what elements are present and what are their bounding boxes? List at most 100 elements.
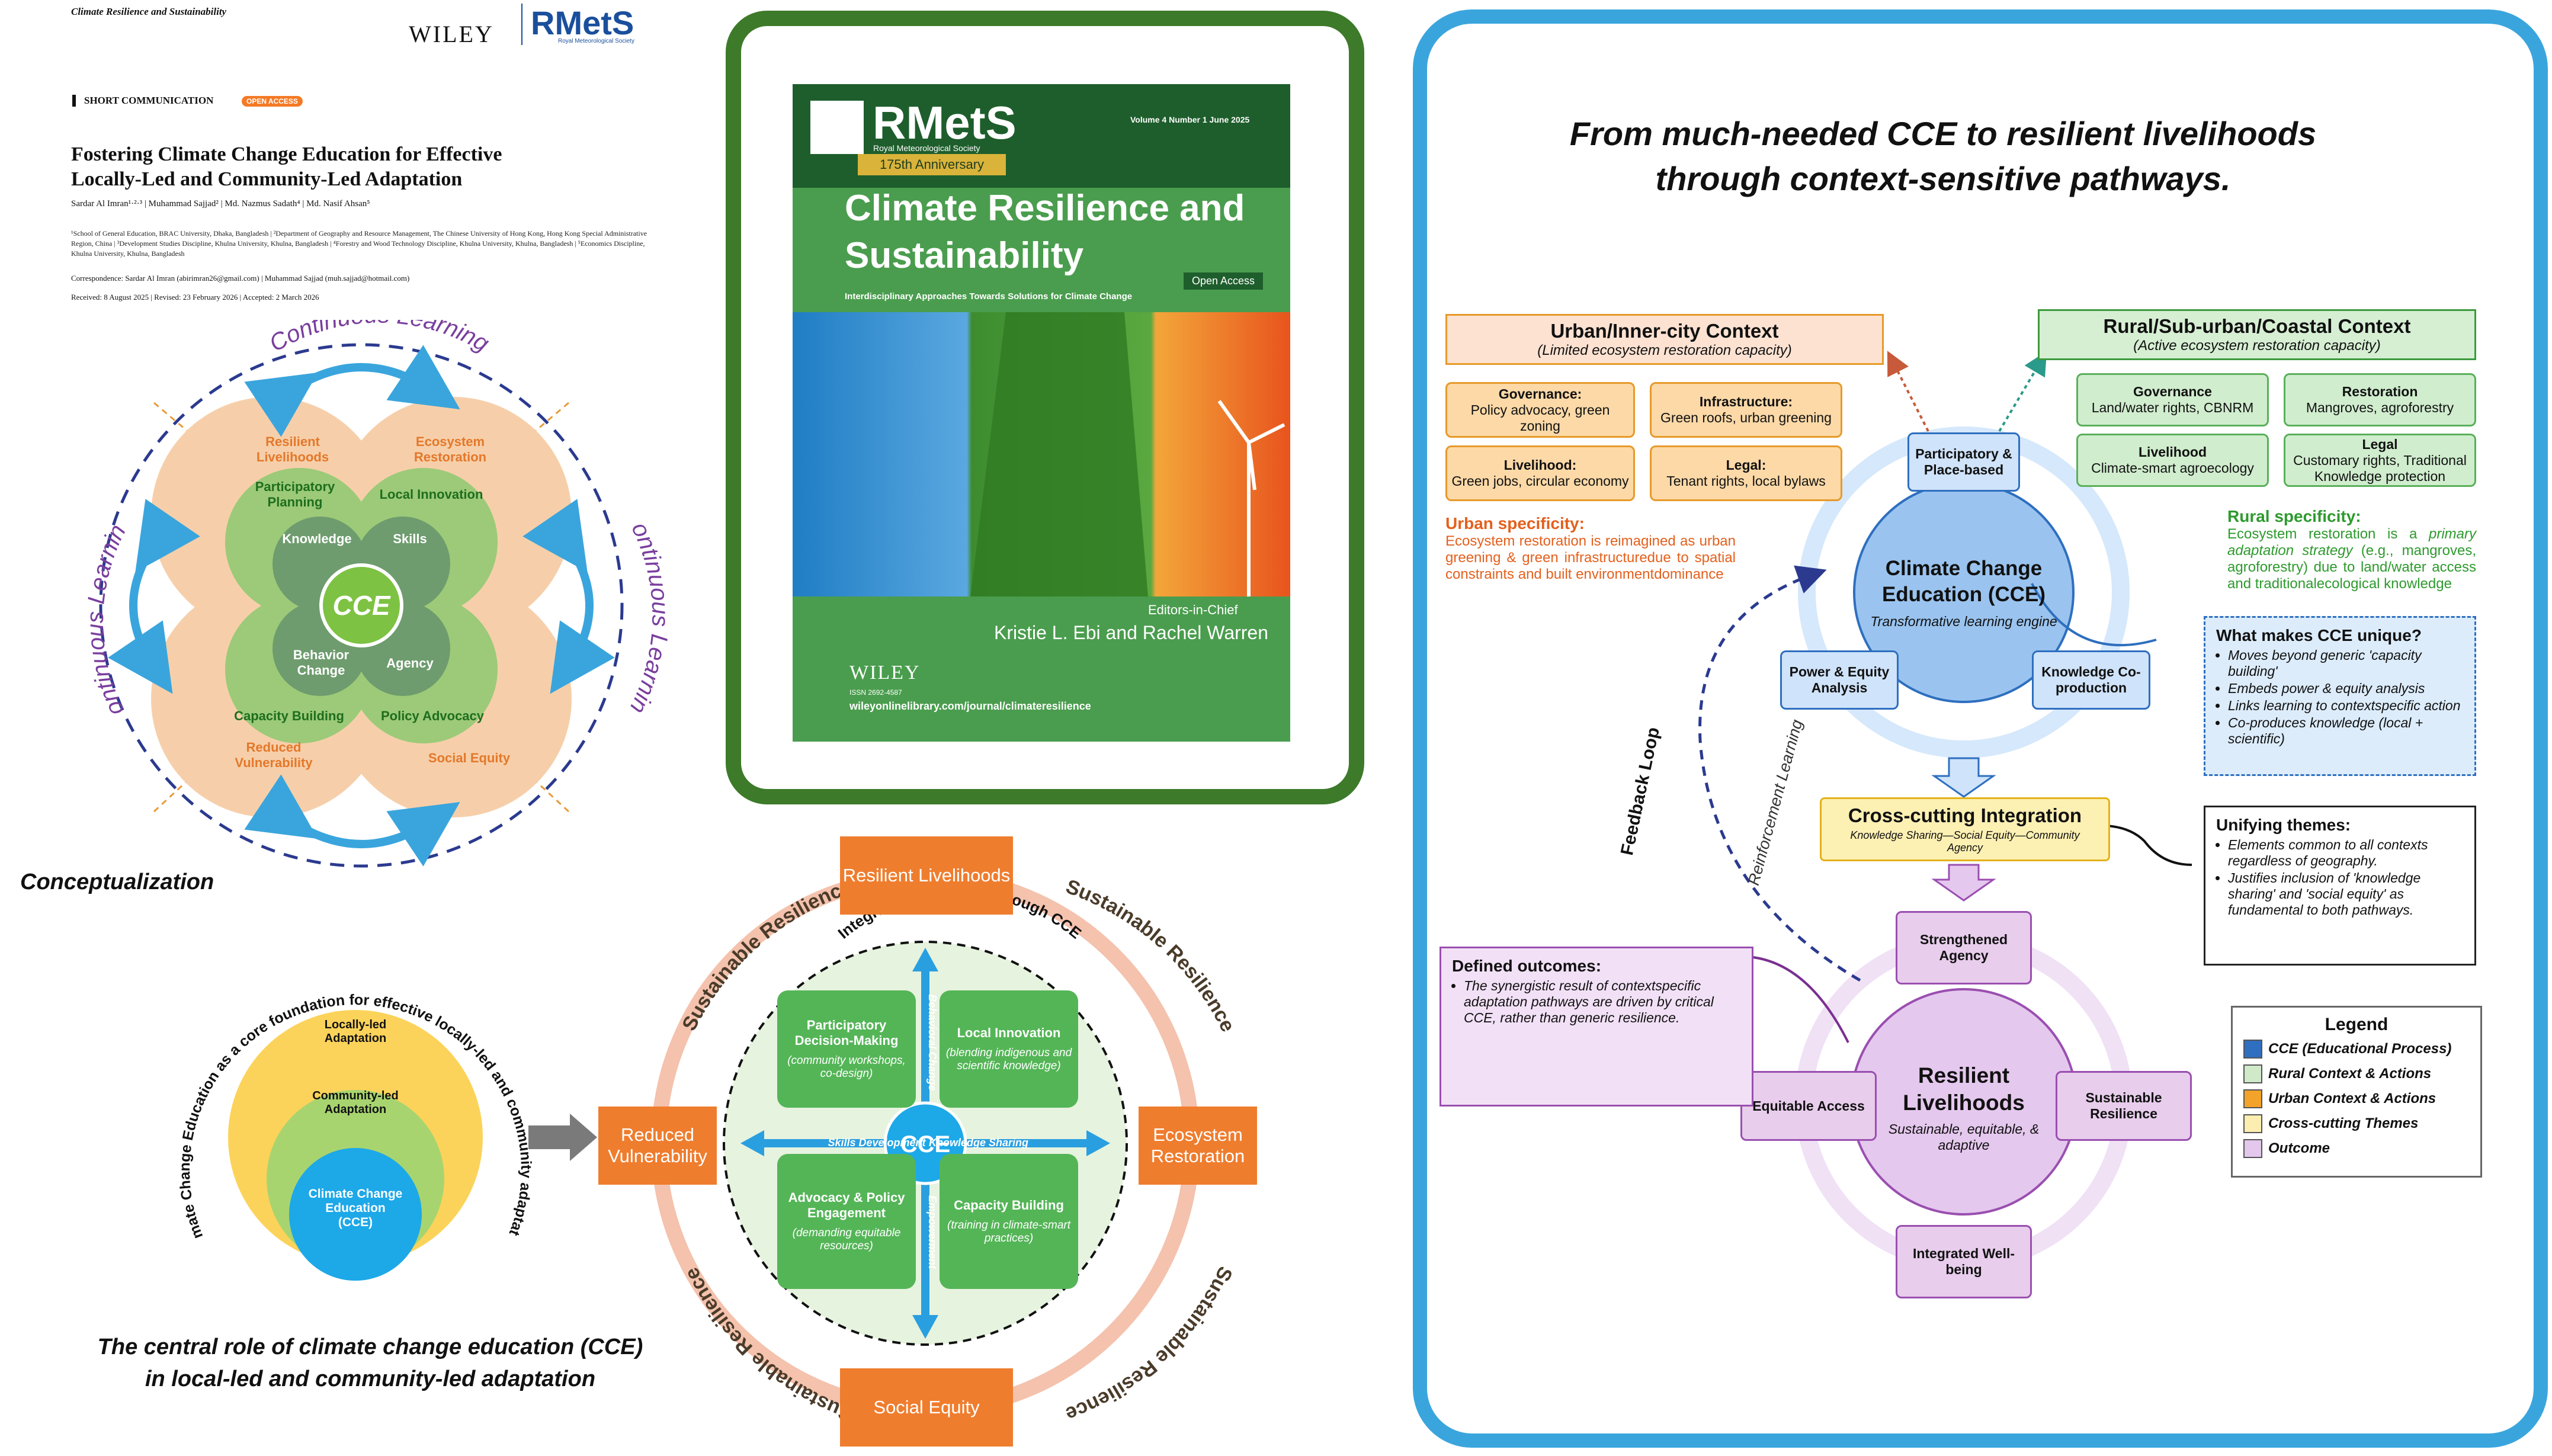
urban-governance-heading: Governance: [1498,386,1582,402]
rural-subtitle: (Active ecosystem restoration capacity) [2133,338,2381,354]
urban-context-header: Urban/Inner-city Context (Limited ecosys… [1445,314,1884,365]
nested-middle-label: Community-led Adaptation [312,1089,399,1116]
urban-legal-text: Tenant rights, local bylaws [1666,473,1826,489]
cover-logo-icon [810,101,864,154]
circle-cce [289,1148,422,1281]
legend-label: Cross-cutting Themes [2268,1115,2419,1131]
framework-frame [1413,9,2548,1448]
cover-anniversary: 175th Anniversary [858,154,1006,175]
quad-participatory-title: Participatory Decision-Making [794,1018,899,1048]
down-arrow-2 [1931,864,1996,902]
urban-infrastructure-heading: Infrastructure: [1699,394,1793,409]
cce-core-label: Climate Change Education (CCE) Transform… [1860,533,2067,652]
rural-governance-text: Land/water rights, CBNRM [2091,400,2254,415]
outcome-node-resilience: Sustainable Resilience [2056,1071,2192,1141]
journal-cover: RMetS Royal Meteorological Society 175th… [793,84,1290,742]
urban-livelihood-text: Green jobs, circular economy [1451,473,1629,489]
quad-local-innovation: Local Innovation (blending indigenous an… [940,990,1078,1108]
unique-list: Moves beyond generic 'capacity building'… [2216,647,2464,747]
rural-specificity-text2: (e.g., mangroves, agroforestry) due to l… [2227,543,2477,592]
rural-restoration-heading: Restoration [2342,384,2418,399]
legend-item: Urban Context & Actions [2243,1089,2470,1108]
legend-item: Outcome [2243,1139,2470,1158]
wiley-logo: WILEY [409,21,494,47]
quad-capacity: Capacity Building (training in climate-s… [940,1154,1078,1289]
cross-cutting-title: Cross-cutting Integration [1848,804,2082,826]
rmets-logo-subtext: Royal Meteorological Society [558,38,634,44]
unifying-item: Justifies inclusion of 'knowledge sharin… [2228,870,2464,918]
urban-specificity-text: Ecosystem restoration is reimagined as u… [1445,533,1736,582]
legend-swatch-outcome [2243,1139,2262,1158]
wheel-center-label: CCE [900,1131,950,1157]
wheel-bottom-box: Social Equity [840,1368,1013,1447]
cover-photo [793,312,1290,596]
defined-outcomes-callout: Defined outcomes: The synergistic result… [1439,947,1753,1107]
cross-cutting-sub: Knowledge Sharing—Social Equity—Communit… [1850,829,2080,854]
legend-swatch-cross [2243,1114,2262,1133]
cover-logo-sub: Royal Meteorological Society [873,143,980,153]
cover-issn: ISSN 2692-4587 [849,688,902,697]
axis-label-down: Empowerment [926,1195,938,1269]
clover-diagram: CCE Continuous Learning Continuous Learn… [36,320,674,868]
paper-affiliations: ¹School of General Education, BRAC Unive… [71,229,647,258]
urban-livelihood: Livelihood: Green jobs, circular economy [1445,445,1635,501]
urban-specificity-heading: Urban specificity: [1445,514,1585,533]
clover-outer-tr: Ecosystem Restoration [413,434,487,464]
framework-title-line1: From much-needed CCE to resilient liveli… [1569,115,2317,152]
nested-outer-label: Locally-led Adaptation [324,1018,387,1045]
cce-node-power: Power & Equity Analysis [1780,650,1899,710]
quad-participatory-sub: (community workshops, co-design) [787,1054,906,1080]
gray-arrow-head [570,1114,597,1161]
defined-outcomes-list: The synergistic result of contextspecifi… [1452,978,1741,1026]
rural-restoration: Restoration Mangroves, agroforestry [2284,373,2476,426]
cce-core-title: Climate Change Education (CCE) [1881,556,2046,606]
urban-governance: Governance: Policy advocacy, green zonin… [1445,382,1635,438]
cce-center [319,563,403,647]
legend-label: Urban Context & Actions [2268,1091,2436,1107]
legend-label: Rural Context & Actions [2268,1066,2432,1082]
clover-middle-tr: Local Innovation [379,487,483,502]
quad-advocacy-sub: (demanding equitable resources) [792,1227,901,1252]
clover-middle-bl: Capacity Building [234,708,344,723]
paper-authors: Sardar Al Imran¹·²·³ | Muhammad Sajjad² … [71,199,370,209]
framework-title: From much-needed CCE to resilient liveli… [1499,111,2387,201]
clover-outer-bl: Reduced Vulnerability [235,740,313,770]
quad-participatory: Participatory Decision-Making (community… [777,990,916,1108]
outcome-title: Resilient Livelihoods [1903,1063,2025,1115]
rural-specificity-text1: Ecosystem restoration is a [2227,526,2429,542]
cover-url: wileyonlinelibrary.com/journal/climatere… [849,700,1091,712]
urban-livelihood-heading: Livelihood: [1503,457,1577,473]
cover-open-access: Open Access [1184,272,1264,290]
paper-correspondence: Correspondence: Sardar Al Imran (abirimr… [71,274,410,283]
nested-circles-diagram: Climate Change Education as a core found… [178,924,533,1281]
rural-specificity-emphasis: primary adaptation strategy [2227,526,2476,559]
outcome-node-access: Equitable Access [1740,1071,1877,1141]
rural-specificity-heading: Rural specificity: [2227,507,2361,525]
clover-inner-knowledge: Knowledge [282,531,352,546]
clover-middle-br: Policy Advocacy [380,708,485,723]
clover-inner-behavior: Behavior Change [293,647,350,678]
legend-swatch-cce [2243,1040,2262,1059]
cover-tagline: Interdisciplinary Approaches Towards Sol… [845,291,1133,302]
quad-local-innovation-sub: (blending indigenous and scientific know… [945,1047,1072,1072]
outcome-node-agency: Strengthened Agency [1896,911,2032,984]
paper-title-line2: Locally-Led and Community-Led Adaptation [71,168,463,190]
legend: Legend CCE (Educational Process) Rural C… [2231,1006,2482,1178]
cce-core-sub: Transformative learning engine [1870,613,2057,629]
rural-livelihood-text: Climate-smart agroecology [2091,460,2254,476]
cover-volume: Volume 4 Number 1 June 2025 [1130,115,1250,124]
unifying-item: Elements common to all contexts regardle… [2228,837,2464,869]
clover-middle-tl: Participatory Planning [255,479,335,509]
urban-infrastructure: Infrastructure: Green roofs, urban green… [1650,382,1842,438]
rural-governance: Governance Land/water rights, CBNRM [2076,373,2269,426]
unique-item: Moves beyond generic 'capacity building' [2228,647,2464,679]
nested-inner-label: Climate Change Education (CCE) [308,1187,403,1229]
cover-editors-label: Editors-in-Chief [1148,602,1238,617]
wheel-right-box: Ecosystem Restoration [1139,1107,1257,1185]
clover-center-label: CCE [332,590,390,621]
rural-title: Rural/Sub-urban/Coastal Context [2103,315,2411,337]
arrow-top [244,345,460,437]
urban-legal-heading: Legal: [1726,457,1766,473]
rural-legal-heading: Legal [2362,436,2398,452]
unique-title: What makes CCE unique? [2216,626,2422,644]
